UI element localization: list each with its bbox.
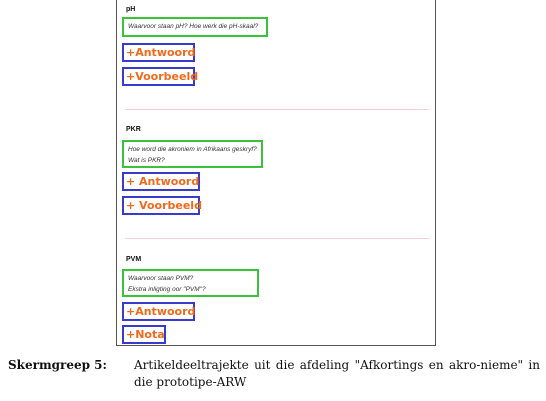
note-button-pvm[interactable]: +Nota [122,325,166,344]
question-line: Waarvoor staan PVM? [128,275,194,282]
caption-label: Skermgreep 5: [8,358,107,372]
question-box-ph: Waarvoor staan pH? Hoe werk die pH-skaal… [122,17,268,37]
question-box-pkr: Hoe word die akroniem in Afrikaans geskr… [122,140,263,168]
question-box-pvm: Waarvoor staan PVM? Ekstra inligting oor… [122,269,259,297]
answer-button-pvm[interactable]: +Antwoord [122,302,195,321]
question-line: Hoe word die akroniem in Afrikaans geskr… [128,146,257,153]
section-divider [125,109,429,110]
question-line: Waarvoor staan pH? Hoe werk die pH-skaal… [128,23,259,30]
answer-button-pkr[interactable]: + Antwoord [122,172,200,191]
section-title-ph: pH [126,6,136,13]
section-title-pkr: PKR [126,126,141,133]
example-button-ph[interactable]: +Voorbeeld [122,67,198,86]
screenshot-frame: pH Waarvoor staan pH? Hoe werk die pH-sk… [116,0,436,346]
caption-text: Artikeldeeltrajekte uit die afdeling "Af… [134,358,540,389]
example-button-pkr[interactable]: + Voorbeeld [122,196,202,215]
question-line: Wat is PKR? [128,157,165,164]
section-divider [125,238,429,239]
section-title-pvm: PVM [126,256,142,263]
question-line: Ekstra inligting oor "PVM"? [128,286,206,293]
answer-button-ph[interactable]: +Antwoord [122,43,195,62]
